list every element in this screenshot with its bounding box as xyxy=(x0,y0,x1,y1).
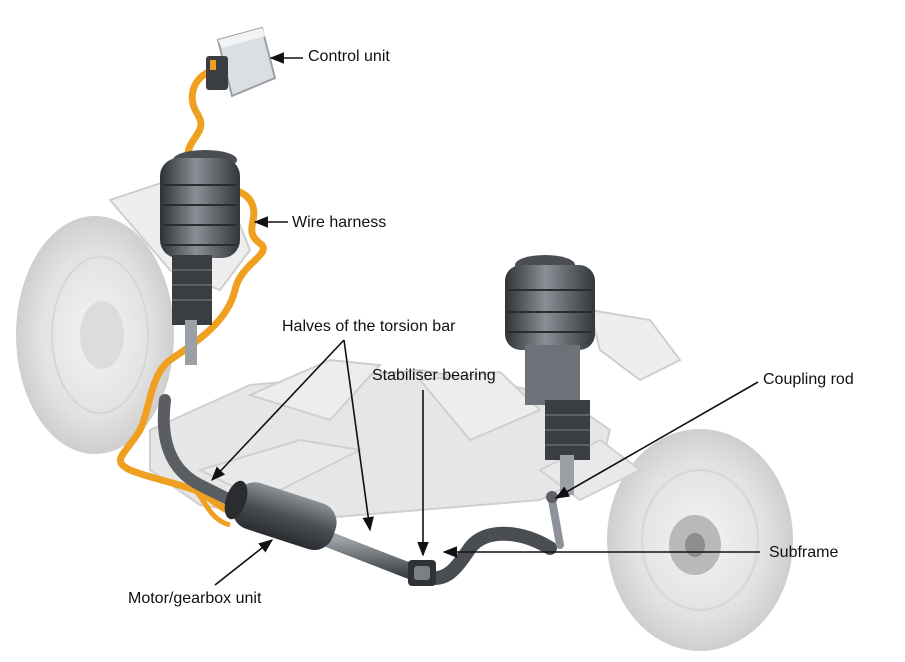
label-coupling-rod: Coupling rod xyxy=(763,371,854,388)
right-air-strut xyxy=(505,255,595,495)
arrow-torsion-bar-right xyxy=(343,339,374,532)
torsion-bar xyxy=(157,394,557,586)
stabiliser-bearing xyxy=(408,560,436,586)
coupling-rod xyxy=(546,491,564,549)
callout-arrows xyxy=(211,52,760,586)
right-brake-disc xyxy=(607,429,793,651)
label-stabiliser-bearing: Stabiliser bearing xyxy=(372,367,496,384)
label-control-unit: Control unit xyxy=(308,48,390,65)
left-air-strut xyxy=(160,150,240,365)
label-motor-gearbox: Motor/gearbox unit xyxy=(128,590,262,607)
control-unit xyxy=(206,26,277,98)
left-brake-disc xyxy=(16,216,174,454)
motor-gearbox xyxy=(224,480,337,551)
arrow-coupling-rod xyxy=(554,381,759,499)
label-torsion-bar-halves: Halves of the torsion bar xyxy=(282,318,456,335)
wire-harness-branch xyxy=(193,488,231,528)
label-subframe: Subframe xyxy=(769,544,839,561)
label-wire-harness: Wire harness xyxy=(292,214,387,231)
arrow-motor-gearbox xyxy=(214,539,274,586)
arrow-torsion-bar-left xyxy=(211,339,345,482)
